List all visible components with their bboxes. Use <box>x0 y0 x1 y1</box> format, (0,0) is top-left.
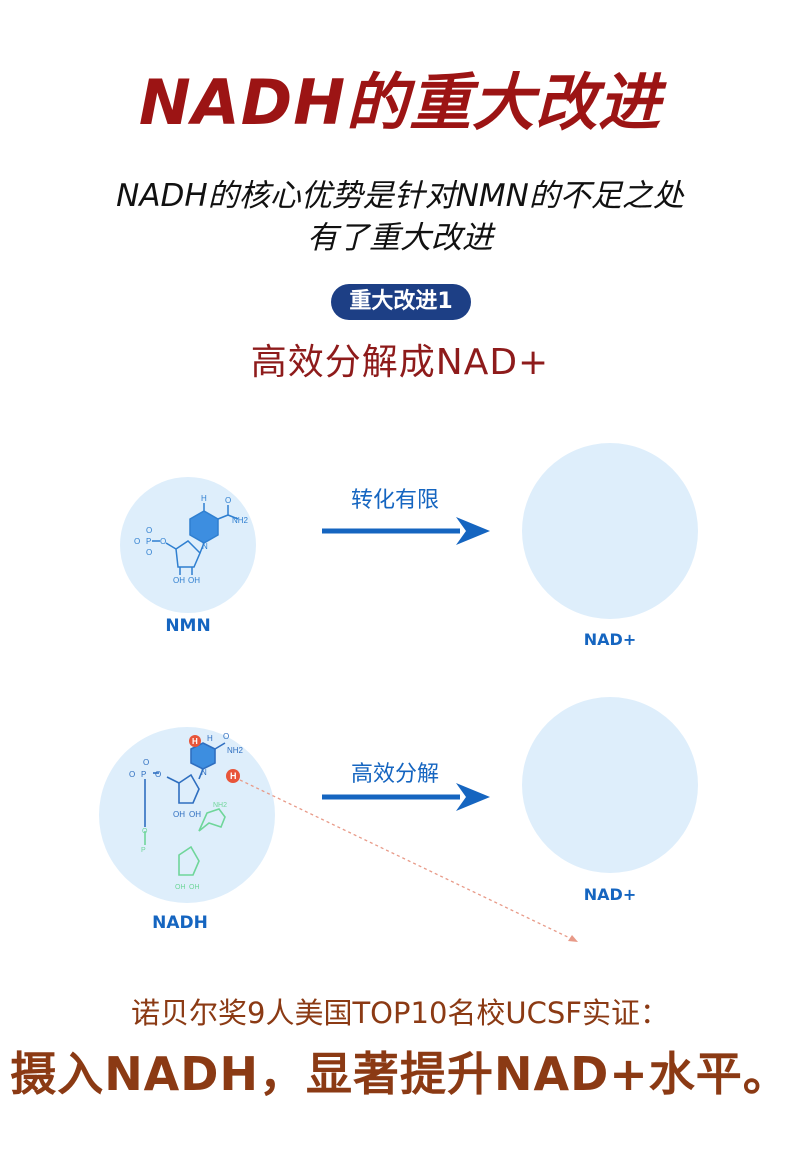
page-title: NADH的重大改进 <box>138 66 662 139</box>
amine-label: NH2 <box>213 802 227 809</box>
nad-label-1: NAD+ <box>583 630 637 649</box>
phosphorus-label: P <box>141 770 146 779</box>
nadh-molecule-icon: H O NH2 N P O O O OH OH O P NH2 OH OH H … <box>129 732 244 891</box>
nitrogen-label: N <box>201 768 207 777</box>
nad-circle-2 <box>522 697 698 873</box>
hydroxyl-label: OH <box>188 576 200 585</box>
phosphorus-label: P <box>141 847 146 854</box>
arrow-label-efficient: 高效分解 <box>350 762 439 787</box>
hydrogen-label: H <box>207 734 213 743</box>
nadh-circle: H O NH2 N P O O O OH OH O P NH2 OH OH H … <box>99 727 275 903</box>
phosphorus-label: P <box>146 537 151 546</box>
hydroxyl-label: OH <box>189 810 201 819</box>
nad-label-2: NAD+ <box>583 885 637 904</box>
oxygen-label: O <box>225 496 231 505</box>
oxygen-label: O <box>223 732 229 741</box>
nmn-circle: H O NH2 N O P O O O OH OH <box>120 477 256 613</box>
subtitle-line-1: NADH的核心优势是针对NMN的不足之处 <box>116 178 684 214</box>
oxygen-label: O <box>143 758 149 767</box>
nmn-molecule-icon: H O NH2 N O P O O O OH OH <box>134 494 249 585</box>
released-hydrogen-label: H <box>230 771 237 781</box>
hydrogen-label: H <box>201 494 207 503</box>
oxygen-label: O <box>146 526 152 535</box>
oxygen-label: O <box>134 537 140 546</box>
oxygen-label: O <box>129 770 135 779</box>
nadh-label: NADH <box>152 913 208 933</box>
evidence-caption: 诺贝尔奖9人美国TOP10名校UCSF实证： <box>131 996 669 1030</box>
released-hydrogen-icon <box>226 769 240 783</box>
right-arrow-icon <box>322 517 490 545</box>
hydrogen-atom-label: H <box>192 737 198 746</box>
hydroxyl-label: OH <box>173 810 185 819</box>
section-headline: 高效分解成NAD+ <box>250 342 550 383</box>
hydrogen-atom-icon <box>189 735 201 747</box>
right-arrow-icon <box>322 783 490 811</box>
hydroxyl-label: OH <box>175 884 186 891</box>
hydroxyl-label: OH <box>173 576 185 585</box>
conclusion-text: 摄入NADH，显著提升NAD+水平。 <box>10 1047 790 1101</box>
amine-label: NH2 <box>227 746 244 755</box>
improvement-badge: 重大改进1 <box>331 284 471 320</box>
arrow-label-limited: 转化有限 <box>350 488 439 513</box>
oxygen-label: O <box>142 828 148 835</box>
amine-label: NH2 <box>232 516 249 525</box>
nmn-label: NMN <box>165 616 211 636</box>
hydroxyl-label: OH <box>189 884 200 891</box>
oxygen-label: O <box>160 537 166 546</box>
oxygen-label: O <box>155 770 161 779</box>
nitrogen-label: N <box>202 542 208 551</box>
oxygen-label: O <box>146 548 152 557</box>
subtitle-line-2: 有了重大改进 <box>307 220 493 256</box>
nad-circle-1 <box>522 443 698 619</box>
